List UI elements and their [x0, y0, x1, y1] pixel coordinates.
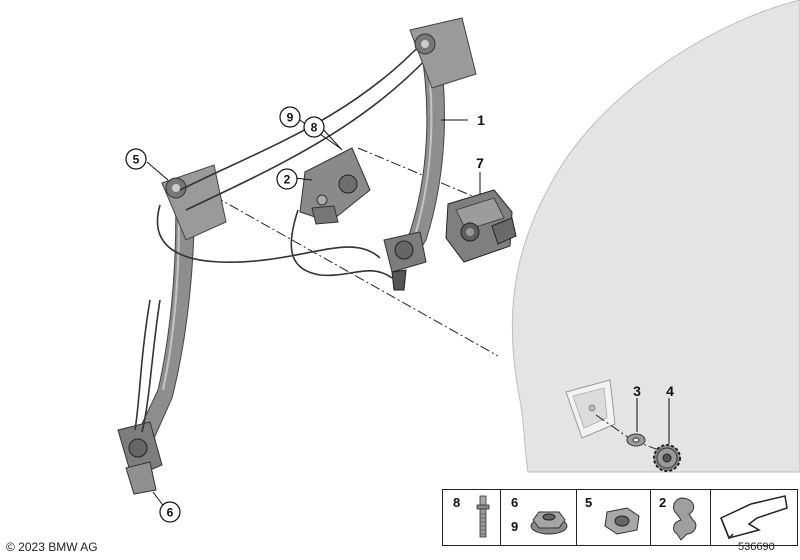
diagram-image-number: 536690 [738, 541, 775, 553]
svg-text:4: 4 [666, 383, 674, 399]
part-number-label: 5 [585, 495, 593, 510]
part-number-label: 2 [659, 495, 667, 510]
svg-text:9: 9 [287, 111, 294, 125]
callout-4: 4 [666, 383, 674, 399]
svg-text:6: 6 [167, 506, 174, 520]
collar-nut-icon [530, 511, 568, 535]
parts-cell-spring-clip: 2 [651, 490, 711, 545]
toothed-lock-nut [653, 444, 681, 472]
window-motor [445, 189, 517, 263]
parts-cell-view-arrow [711, 490, 797, 545]
part-number-label: 9 [511, 519, 519, 534]
svg-text:8: 8 [311, 121, 318, 135]
part-number-label: 8 [453, 495, 461, 510]
copyright-notice: © 2023 BMW AG [6, 540, 98, 554]
callout-3: 3 [633, 383, 641, 399]
washer [626, 433, 646, 447]
parts-cell-collar-nut: 6 9 [501, 490, 577, 545]
callout-1: 1 [477, 112, 485, 128]
view-direction-arrow-icon [720, 495, 788, 540]
rear-regulator-rail [117, 164, 227, 495]
svg-text:7: 7 [476, 155, 484, 171]
callout-7: 7 [476, 155, 484, 171]
spring-clip-icon [673, 497, 697, 541]
glass-clamp-bracket [565, 379, 616, 439]
regulator-cables [134, 39, 431, 433]
callout-8: 8 [303, 116, 325, 138]
door-glass [511, 0, 800, 473]
svg-text:1: 1 [477, 112, 485, 128]
hex-nut-icon [604, 507, 640, 535]
fastener-parts-table: 8 6 9 5 2 [442, 489, 798, 546]
part-number-label: 6 [511, 495, 519, 510]
callout-5: 5 [125, 148, 147, 170]
callout-2: 2 [276, 168, 298, 190]
svg-text:5: 5 [133, 153, 140, 167]
stud-bolt-icon [476, 495, 490, 538]
callout-9: 9 [279, 106, 301, 128]
parts-cell-stud: 8 [443, 490, 501, 545]
svg-text:3: 3 [633, 383, 641, 399]
front-regulator-rail [383, 17, 477, 291]
drive-carrier [299, 147, 371, 225]
parts-cell-hex-nut: 5 [577, 490, 651, 545]
svg-text:2: 2 [284, 173, 291, 187]
callout-6: 6 [159, 501, 181, 523]
